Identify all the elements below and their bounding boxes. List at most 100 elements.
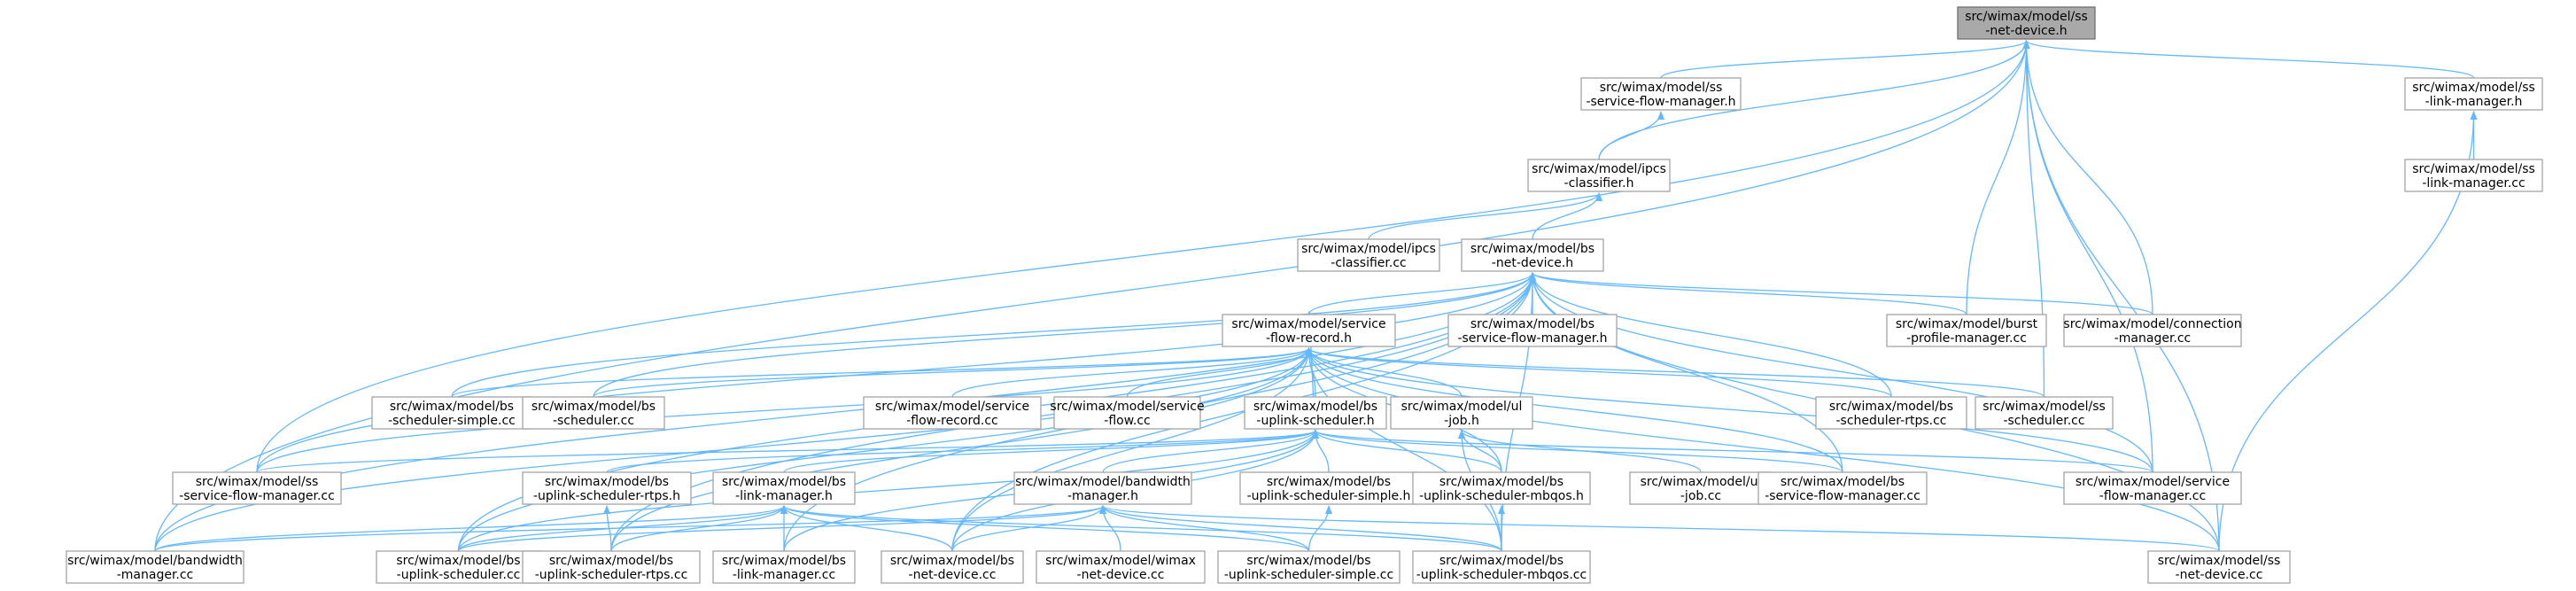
node-label-line: -uplink-scheduler-rtps.h: [533, 489, 680, 503]
edge-bs-uplink-scheduler-cc-to-bs-uplink-scheduler-h: [457, 430, 1319, 552]
node-ul-job-cc[interactable]: src/wimax/model/ul-job.cc: [1629, 471, 1773, 505]
edge-service-flow-record-cc-to-service-flow-record-h: [951, 347, 1313, 398]
node-label-line: -net-device.h: [1492, 256, 1573, 270]
edge-bs-uplink-scheduler-mbqos-cc-to-bandwidth-manager-h: [1099, 505, 1502, 552]
node-label-line: src/wimax/model/bs: [1253, 400, 1377, 414]
node-ss-service-flow-manager-cc[interactable]: src/wimax/model/ss-service-flow-manager.…: [172, 471, 342, 505]
node-label-line: src/wimax/model/ss: [2412, 162, 2535, 176]
edge-ipcs-classifier-h-to-ss-service-flow-manager-h: [1598, 111, 1664, 160]
node-service-flow-manager-cc[interactable]: src/wimax/model/service-flow-manager.cc: [2063, 471, 2242, 505]
node-label-line: src/wimax/model/service: [1050, 400, 1204, 414]
edge-bs-scheduler-rtps-cc-to-bs-net-device-h: [1529, 272, 1892, 398]
node-label-line: -job.cc: [1680, 489, 1721, 503]
node-ss-link-manager-h[interactable]: src/wimax/model/ss-link-manager.h: [2404, 77, 2543, 111]
node-ipcs-classifier-cc[interactable]: src/wimax/model/ipcs-classifier.cc: [1297, 238, 1440, 272]
edge-ul-job-h-to-service-flow-record-h: [1305, 347, 1463, 398]
node-label-line: -service-flow-manager.cc: [179, 489, 335, 503]
node-label-line: src/wimax/model/bs: [1439, 554, 1563, 568]
node-label-line: src/wimax/model/bs: [396, 554, 520, 568]
node-ss-link-manager-cc[interactable]: src/wimax/model/ss-link-manager.cc: [2404, 159, 2543, 192]
node-bs-scheduler-rtps-cc[interactable]: src/wimax/model/bs-scheduler-rtps.cc: [1815, 396, 1967, 430]
edge-bs-uplink-scheduler-rtps-cc-to-service-flow-record-h: [610, 347, 1313, 552]
node-bs-net-device-h[interactable]: src/wimax/model/bs-net-device.h: [1461, 238, 1604, 272]
edge-bs-uplink-scheduler-mbqos-h-to-bs-uplink-scheduler-h: [1312, 430, 1502, 473]
node-bs-uplink-scheduler-simple-h[interactable]: src/wimax/model/bs-uplink-scheduler-simp…: [1239, 471, 1418, 505]
node-label-line: src/wimax/model/bs: [722, 475, 846, 489]
node-connection-manager-cc[interactable]: src/wimax/model/connection-manager.cc: [2063, 314, 2242, 347]
node-service-flow-record-h[interactable]: src/wimax/model/service-flow-record.h: [1222, 314, 1396, 347]
node-label-line: src/wimax/model/bs: [890, 554, 1014, 568]
node-box: [1461, 238, 1604, 272]
edge-bandwidth-manager-cc-to-ss-net-device-h: [154, 40, 2030, 552]
node-ss-net-device-h[interactable]: src/wimax/model/ss-net-device.h: [1957, 6, 2096, 40]
edge-bs-uplink-scheduler-mbqos-cc-to-service-flow-record-h: [1305, 347, 1502, 552]
node-label-line: src/wimax/model/ipcs: [1532, 162, 1666, 176]
node-box: [863, 396, 1042, 430]
node-bs-link-manager-cc[interactable]: src/wimax/model/bs-link-manager.cc: [712, 550, 856, 584]
node-box: [1412, 550, 1591, 584]
node-label-line: src/wimax/model/bs: [390, 400, 514, 414]
node-label-line: src/wimax/model/bs: [1246, 554, 1370, 568]
node-label-line: -flow-manager.cc: [2099, 489, 2206, 503]
edge-ss-net-device-cc-to-ss-link-manager-h: [2218, 111, 2478, 552]
node-bandwidth-manager-cc[interactable]: src/wimax/model/bandwidth-manager.cc: [66, 550, 244, 584]
edge-ss-net-device-cc-to-service-flow-record-h: [1305, 347, 2220, 552]
node-label-line: -profile-manager.cc: [1906, 331, 2027, 346]
node-label-line: src/wimax/model/bandwidth: [1015, 475, 1191, 489]
edge-bs-scheduler-simple-cc-to-service-flow-record-h: [451, 347, 1313, 398]
node-label-line: src/wimax/model/ul: [1401, 400, 1523, 414]
edge-bs-scheduler-cc-to-bs-net-device-h: [593, 272, 1536, 398]
node-bs-net-device-cc[interactable]: src/wimax/model/bs-net-device.cc: [881, 550, 1024, 584]
node-ipcs-classifier-h[interactable]: src/wimax/model/ipcs-classifier.h: [1527, 159, 1671, 192]
node-label-line: src/wimax/model/bs: [531, 400, 656, 414]
node-bs-scheduler-simple-cc[interactable]: src/wimax/model/bs-scheduler-simple.cc: [371, 396, 532, 430]
node-label-line: -scheduler.cc: [2003, 414, 2084, 428]
edge-bandwidth-manager-cc-to-service-flow-record-h: [154, 347, 1313, 552]
node-label-line: src/wimax/model/ss: [1982, 400, 2106, 414]
node-service-flow-record-cc[interactable]: src/wimax/model/service-flow-record.cc: [863, 396, 1042, 430]
node-layer: src/wimax/model/ss-net-device.hsrc/wimax…: [66, 6, 2543, 584]
node-box: [522, 396, 665, 430]
node-bs-uplink-scheduler-cc[interactable]: src/wimax/model/bs-uplink-scheduler.cc: [376, 550, 541, 584]
node-bs-uplink-scheduler-simple-cc[interactable]: src/wimax/model/bs-uplink-scheduler-simp…: [1217, 550, 1401, 584]
node-label-line: -net-device.h: [1985, 24, 2067, 38]
node-bs-service-flow-manager-cc[interactable]: src/wimax/model/bs-service-flow-manager.…: [1757, 471, 1928, 505]
node-label-line: -job.h: [1444, 414, 1479, 428]
node-bs-uplink-scheduler-rtps-cc[interactable]: src/wimax/model/bs-uplink-scheduler-rtps…: [522, 550, 701, 584]
node-box: [1239, 471, 1418, 505]
node-burst-profile-manager-cc[interactable]: src/wimax/model/burst-profile-manager.cc: [1886, 314, 2047, 347]
node-bs-uplink-scheduler-mbqos-cc[interactable]: src/wimax/model/bs-uplink-scheduler-mbqo…: [1412, 550, 1591, 584]
node-bs-link-manager-h[interactable]: src/wimax/model/bs-link-manager.h: [712, 471, 856, 505]
node-label-line: -net-device.cc: [2176, 568, 2263, 582]
node-bs-uplink-scheduler-mbqos-h[interactable]: src/wimax/model/bs-uplink-scheduler-mbqo…: [1412, 471, 1591, 505]
node-label-line: -uplink-scheduler-rtps.cc: [535, 568, 688, 582]
node-label-line: src/wimax/model/bandwidth: [67, 554, 243, 568]
node-ul-job-h[interactable]: src/wimax/model/ul-job.h: [1390, 396, 1533, 430]
node-label-line: -link-manager.cc: [733, 568, 835, 582]
node-box: [2404, 77, 2543, 111]
node-bs-scheduler-cc[interactable]: src/wimax/model/bs-scheduler.cc: [522, 396, 665, 430]
node-label-line: src/wimax/model/service: [2076, 475, 2230, 489]
edge-bs-uplink-scheduler-simple-cc-to-bs-uplink-scheduler-simple-h: [1307, 505, 1332, 552]
edge-bs-uplink-scheduler-mbqos-cc-to-bs-link-manager-h: [780, 505, 1502, 552]
node-bs-service-flow-manager-h[interactable]: src/wimax/model/bs-service-flow-manager.…: [1447, 314, 1618, 347]
node-box: [1297, 238, 1440, 272]
node-box: [1053, 396, 1201, 430]
node-service-flow-cc[interactable]: src/wimax/model/service-flow.cc: [1050, 396, 1205, 430]
node-wimax-net-device-cc[interactable]: src/wimax/model/wimax-net-device.cc: [1036, 550, 1206, 584]
edge-ss-service-flow-manager-cc-to-service-flow-record-h: [256, 347, 1313, 473]
node-bandwidth-manager-h[interactable]: src/wimax/model/bandwidth-manager.h: [1013, 471, 1192, 505]
node-ss-service-flow-manager-h[interactable]: src/wimax/model/ss-service-flow-manager.…: [1580, 77, 1742, 111]
node-ss-net-device-cc[interactable]: src/wimax/model/ss-net-device.cc: [2147, 550, 2291, 584]
node-bs-uplink-scheduler-rtps-h[interactable]: src/wimax/model/bs-uplink-scheduler-rtps…: [522, 471, 692, 505]
node-box: [1957, 6, 2096, 40]
node-bs-uplink-scheduler-h[interactable]: src/wimax/model/bs-uplink-scheduler.h: [1244, 396, 1387, 430]
edge-bs-net-device-h-to-ipcs-classifier-h: [1532, 192, 1602, 240]
node-label-line: src/wimax/model/bs: [1267, 475, 1391, 489]
node-label-line: src/wimax/model/bs: [1781, 475, 1905, 489]
node-label-line: -service-flow-manager.h: [1457, 331, 1607, 346]
node-label-line: -manager.cc: [117, 568, 194, 582]
node-ss-scheduler-cc[interactable]: src/wimax/model/ss-scheduler.cc: [1975, 396, 2114, 430]
edge-ss-net-device-cc-to-bandwidth-manager-h: [1099, 505, 2220, 552]
edge-bs-uplink-scheduler-simple-cc-to-bandwidth-manager-h: [1099, 505, 1310, 552]
